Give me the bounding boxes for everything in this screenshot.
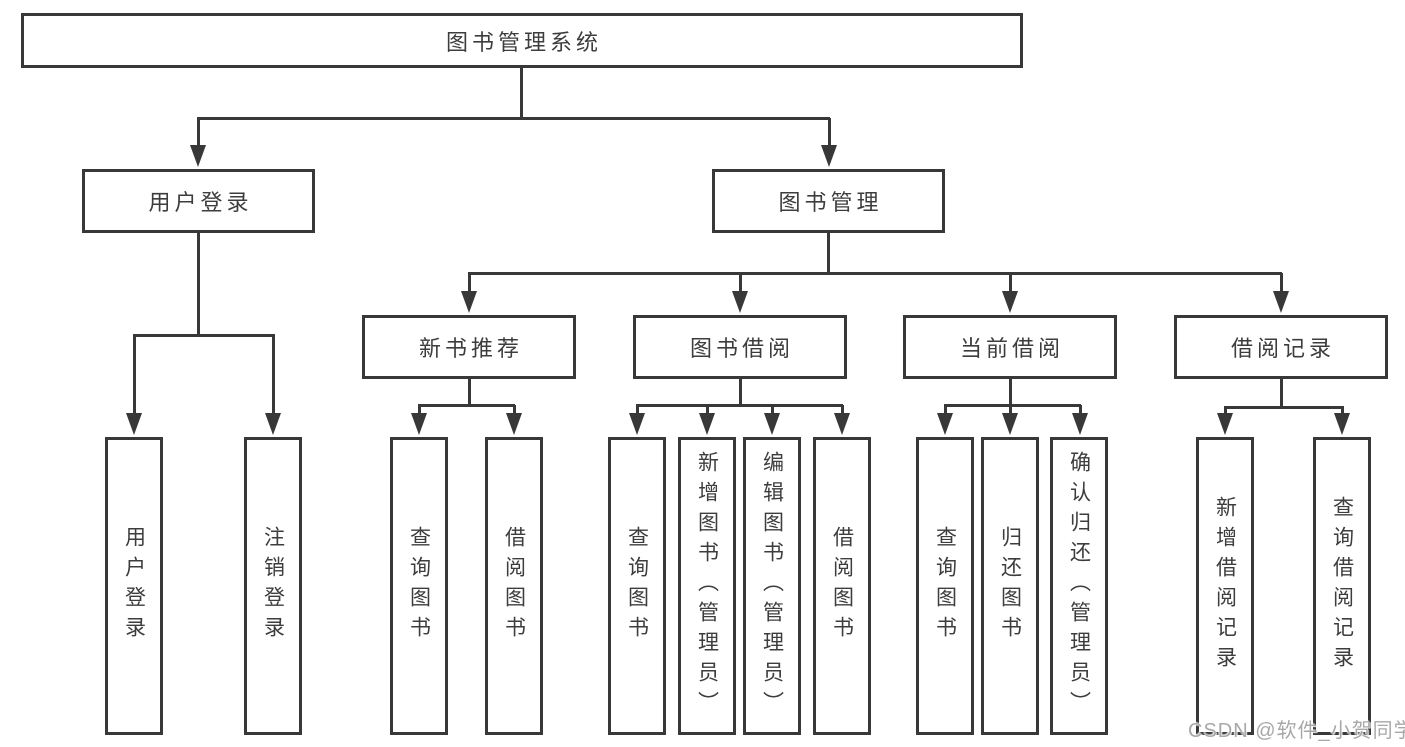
leaf-current-confirm-return-admin: 确认归还（管理员） <box>1050 437 1108 735</box>
arrowhead-down-icon <box>764 413 780 435</box>
node-user-login: 用户登录 <box>82 169 315 233</box>
arrowhead-down-icon <box>1217 413 1233 435</box>
connector-line <box>1224 407 1227 417</box>
arrowhead-down-icon <box>190 145 206 167</box>
node-label: 图书管理 <box>778 190 883 215</box>
connector-line <box>841 405 844 417</box>
node-label: 新书推荐 <box>418 336 523 361</box>
leaf-records-query-record: 查询借阅记录 <box>1313 437 1371 735</box>
connector-line <box>1280 273 1283 295</box>
leaf-label: 归还图书 <box>998 526 1022 646</box>
arrowhead-down-icon <box>1334 413 1350 435</box>
leaf-borrow-query-books: 查询图书 <box>608 437 666 735</box>
connector-line <box>636 404 843 407</box>
leaf-label: 注销登录 <box>261 526 285 646</box>
connector-line <box>133 335 136 417</box>
leaf-label: 用户登录 <box>122 526 146 646</box>
connector-line <box>739 379 742 407</box>
leaf-logout: 注销登录 <box>244 437 302 735</box>
watermark: CSDN @软件_小贺同学 <box>1188 720 1405 742</box>
leaf-label: 新增图书（管理员） <box>695 451 719 721</box>
arrowhead-down-icon <box>732 291 748 313</box>
connector-line <box>1009 273 1012 295</box>
node-borrowing-records: 借阅记录 <box>1174 315 1388 379</box>
node-root: 图书管理系统 <box>21 13 1023 68</box>
connector-line <box>827 233 830 275</box>
connector-line <box>1009 379 1012 407</box>
arrowhead-down-icon <box>265 413 281 435</box>
arrowhead-down-icon <box>1273 291 1289 313</box>
connector-line <box>771 405 774 417</box>
leaf-label: 查询图书 <box>933 526 957 646</box>
arrowhead-down-icon <box>411 413 427 435</box>
leaf-records-add-record: 新增借阅记录 <box>1196 437 1254 735</box>
connector-line <box>1009 405 1012 417</box>
node-book-management: 图书管理 <box>712 169 945 233</box>
connector-line <box>944 404 1081 407</box>
leaf-borrow-edit-books-admin: 编辑图书（管理员） <box>743 437 801 735</box>
arrowhead-down-icon <box>506 413 522 435</box>
node-label: 借阅记录 <box>1230 336 1335 361</box>
arrowhead-down-icon <box>699 413 715 435</box>
connector-line <box>1224 406 1344 409</box>
node-current-borrowing: 当前借阅 <box>903 315 1117 379</box>
connector-line <box>197 118 200 149</box>
connector-line <box>706 405 709 417</box>
node-label: 用户登录 <box>148 190 253 215</box>
leaf-label: 借阅图书 <box>502 526 526 646</box>
arrowhead-down-icon <box>937 413 953 435</box>
connector-line <box>468 379 471 407</box>
connector-line <box>468 272 1282 275</box>
node-label: 当前借阅 <box>959 336 1064 361</box>
connector-line <box>739 273 742 295</box>
leaf-current-query-books: 查询图书 <box>916 437 974 735</box>
node-label: 图书管理系统 <box>445 29 602 55</box>
leaf-recommend-query-books: 查询图书 <box>390 437 448 735</box>
node-new-book-recommend: 新书推荐 <box>362 315 576 379</box>
connector-line <box>828 118 831 149</box>
leaf-user-login: 用户登录 <box>105 437 163 735</box>
leaf-label: 确认归还（管理员） <box>1067 451 1091 721</box>
arrowhead-down-icon <box>629 413 645 435</box>
leaf-label: 查询图书 <box>407 526 431 646</box>
leaf-borrow-borrow-books: 借阅图书 <box>813 437 871 735</box>
node-book-borrowing: 图书借阅 <box>633 315 847 379</box>
arrowhead-down-icon <box>1002 413 1018 435</box>
leaf-label: 编辑图书（管理员） <box>760 451 784 721</box>
connector-line <box>1341 407 1344 417</box>
arrowhead-down-icon <box>1072 413 1088 435</box>
connector-line <box>197 117 830 120</box>
arrowhead-down-icon <box>834 413 850 435</box>
leaf-label: 查询图书 <box>625 526 649 646</box>
connector-line <box>468 273 471 295</box>
connector-line <box>520 68 523 120</box>
connector-line <box>1079 405 1082 417</box>
arrowhead-down-icon <box>461 291 477 313</box>
leaf-current-return-books: 归还图书 <box>981 437 1039 735</box>
connector-line <box>418 405 421 417</box>
connector-line <box>1280 379 1283 409</box>
leaf-label: 新增借阅记录 <box>1213 496 1237 676</box>
arrowhead-down-icon <box>1002 291 1018 313</box>
leaf-recommend-borrow-books: 借阅图书 <box>485 437 543 735</box>
connector-line <box>636 405 639 417</box>
leaf-label: 借阅图书 <box>830 526 854 646</box>
arrowhead-down-icon <box>821 145 837 167</box>
connector-line <box>197 233 200 337</box>
leaf-label: 查询借阅记录 <box>1330 496 1354 676</box>
leaf-borrow-add-books-admin: 新增图书（管理员） <box>678 437 736 735</box>
connector-line <box>272 335 275 417</box>
connector-line <box>513 405 516 417</box>
connector-line <box>133 334 275 337</box>
arrowhead-down-icon <box>126 413 142 435</box>
connector-line <box>418 404 515 407</box>
connector-line <box>944 405 947 417</box>
node-label: 图书借阅 <box>689 336 794 361</box>
